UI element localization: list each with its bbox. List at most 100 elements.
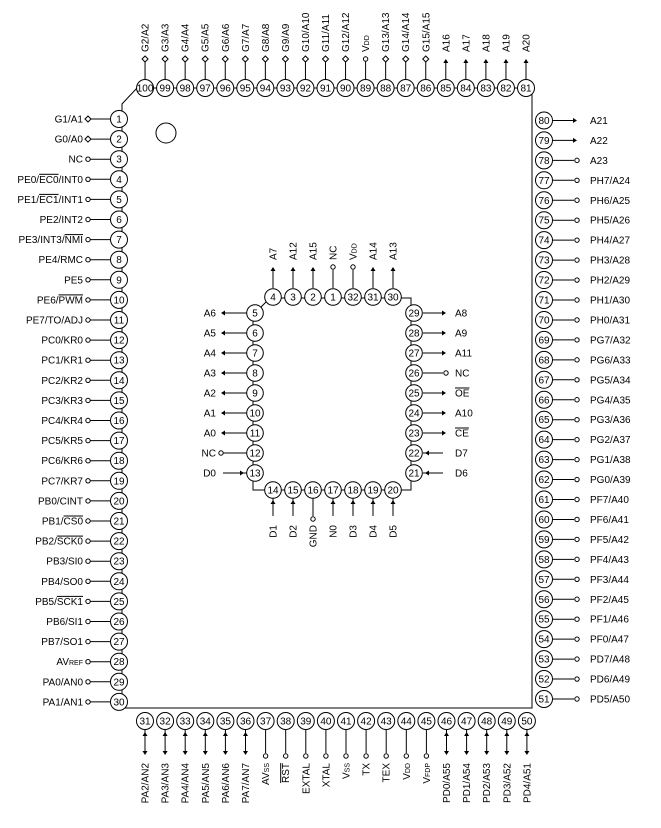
pin-number: 73: [538, 256, 550, 267]
pin-label: PA0/AN0: [43, 677, 84, 688]
pin-circle: [246, 324, 264, 342]
open-terminal: [85, 659, 91, 665]
arrow-terminal: [221, 310, 225, 316]
open-terminal: [443, 370, 449, 376]
pin-circle: [256, 79, 275, 97]
open-terminal: [283, 753, 289, 759]
pin-number: 14: [113, 376, 125, 387]
pin-circle: [246, 344, 264, 362]
pin-label: D0: [203, 469, 216, 480]
pin-number: 19: [367, 486, 379, 497]
pin-number: 35: [220, 717, 232, 728]
pin-number: 31: [139, 717, 151, 728]
pin-number: 1: [116, 115, 122, 126]
pin-number: 10: [249, 409, 261, 420]
pin-label: A1: [204, 409, 217, 420]
pin-circle: [535, 330, 553, 349]
pin-circle: [405, 464, 423, 482]
pin-label: A20: [522, 34, 533, 52]
open-terminal: [330, 264, 336, 270]
arrow-terminal: [573, 117, 577, 123]
open-terminal: [574, 257, 580, 263]
arrow-out: [524, 751, 530, 755]
pin-label: D4: [369, 525, 380, 538]
pin-label: A11: [455, 349, 472, 360]
arrow-out: [240, 470, 244, 476]
pin-circle: [110, 230, 128, 249]
pin-label: PA4/AN4: [181, 763, 192, 804]
open-terminal: [574, 616, 580, 622]
pin-number: 97: [200, 84, 212, 95]
open-terminal: [85, 518, 91, 524]
diamond-terminal: [141, 55, 149, 63]
pin-label: PE2/INT2: [40, 215, 84, 226]
diamond-terminal: [84, 135, 92, 143]
pin-circle: [246, 304, 264, 322]
diamond-terminal: [84, 115, 92, 123]
diamond-terminal: [261, 55, 270, 63]
open-terminal: [85, 538, 91, 544]
pin-number: 81: [520, 84, 532, 95]
inner-pin-4: 4A7: [264, 247, 282, 306]
open-terminal: [574, 337, 580, 343]
pin-number: 30: [387, 293, 399, 304]
pin-number: 51: [538, 695, 550, 706]
pin-circle: [264, 288, 282, 306]
pin-circle: [110, 130, 128, 149]
pin-label: A2: [204, 389, 217, 400]
pin-number: 67: [538, 375, 550, 386]
pin-number: 38: [280, 717, 292, 728]
pin-number: 59: [538, 535, 550, 546]
pin-label: PC3/KR3: [41, 396, 83, 407]
arrow-terminal: [483, 59, 489, 63]
open-terminal: [85, 458, 91, 464]
pin-circle: [110, 552, 128, 571]
pin-circle: [216, 79, 235, 97]
pin-circle: [156, 79, 175, 97]
pin-circle: [357, 712, 376, 730]
pin-label: D2: [289, 525, 300, 538]
pin-circle: [535, 310, 553, 329]
open-terminal: [574, 357, 580, 363]
pin-circle: [156, 712, 175, 730]
pin-label: NC: [69, 155, 83, 166]
pin-number: 3: [290, 293, 296, 304]
pin-label: VFDP: [422, 763, 433, 784]
inner-pin-6: 6A5: [204, 324, 264, 342]
pin-number: 24: [408, 409, 420, 420]
arrow-terminal: [221, 390, 225, 396]
diamond-terminal: [221, 55, 229, 63]
open-terminal: [85, 618, 91, 625]
pin-circle: [344, 481, 362, 499]
pin-circle: [136, 712, 154, 730]
arrow-terminal: [443, 59, 449, 63]
pin-circle: [276, 79, 295, 97]
pin-circle: [110, 652, 128, 671]
pin-label: PD0/A55: [442, 763, 453, 803]
open-terminal: [310, 516, 316, 522]
open-terminal: [574, 476, 580, 483]
pin-label: PB0/CINT: [38, 496, 83, 507]
pin-circle: [497, 712, 516, 730]
open-terminal: [85, 216, 91, 223]
pin-number: 70: [538, 315, 550, 326]
arrow-terminal: [290, 267, 296, 271]
pin-label: PG4/A35: [590, 395, 631, 406]
pin-label: G5/A5: [201, 23, 212, 52]
open-terminal: [85, 176, 91, 183]
